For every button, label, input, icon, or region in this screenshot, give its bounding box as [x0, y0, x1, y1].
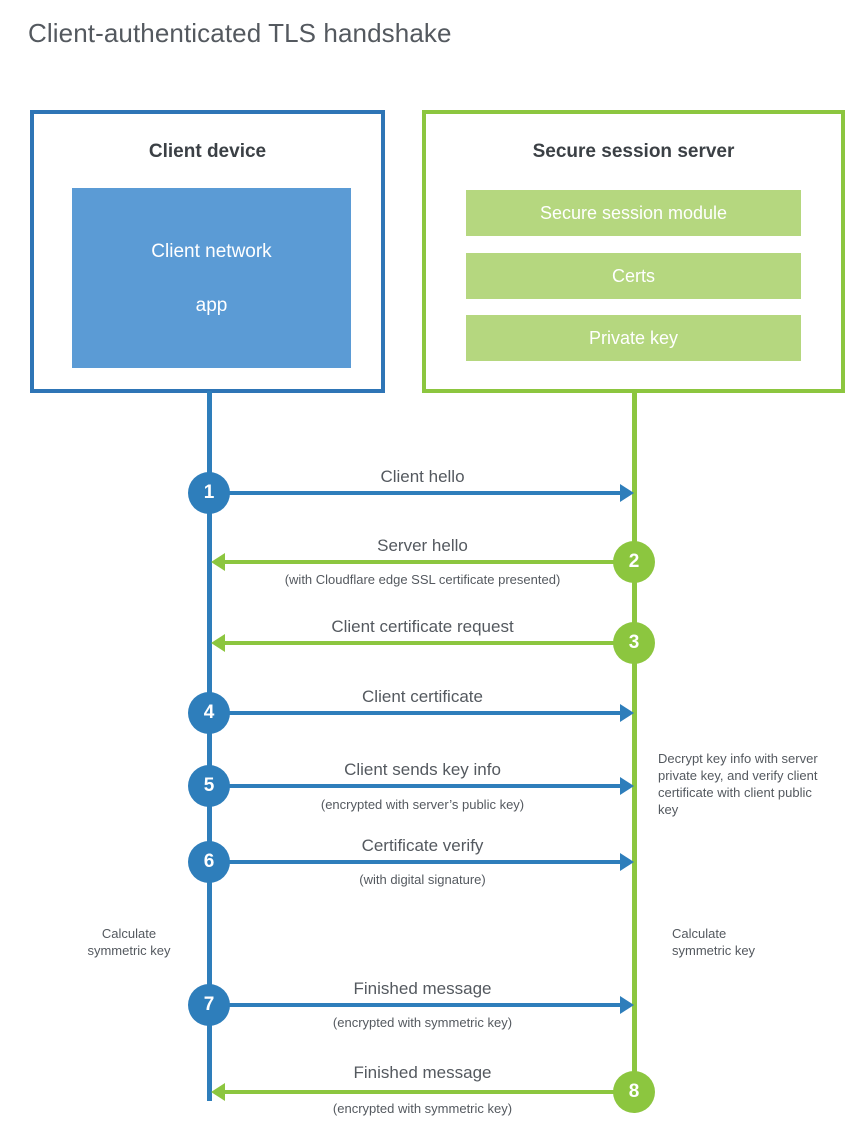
step-6-number: 6	[188, 841, 230, 883]
step-1-number: 1	[188, 472, 230, 514]
client-app-label-line1: Client network	[151, 240, 272, 262]
step-2-number: 2	[613, 541, 655, 583]
step-8-sublabel: (encrypted with symmetric key)	[332, 1101, 513, 1116]
server-calculate-line2: symmetric key	[672, 943, 756, 958]
client-calculate-line2: symmetric key	[87, 943, 171, 958]
step-3-label: Client certificate request	[331, 617, 514, 636]
server-component-private-key: Private key	[466, 315, 801, 361]
step-8-number: 8	[613, 1071, 655, 1113]
step-7-sublabel: (encrypted with symmetric key)	[332, 1015, 513, 1030]
server-lifeline	[632, 391, 637, 1101]
step-6-sublabel: (with digital signature)	[359, 872, 486, 887]
step-2-sublabel: (with Cloudflare edge SSL certificate pr…	[284, 572, 561, 587]
server-calculate-line1: Calculate	[672, 926, 727, 941]
server-component-secure-session-module: Secure session module	[466, 190, 801, 236]
step-6-label: Certificate verify	[361, 836, 484, 855]
page-title: Client-authenticated TLS handshake	[28, 18, 452, 48]
client-calculate-symmetric-key-annotation: Calculate symmetric key	[58, 925, 200, 959]
step-7-label: Finished message	[353, 979, 492, 998]
client-app-label-line2: app	[195, 294, 228, 316]
step-5-label: Client sends key info	[344, 760, 501, 779]
client-lifeline	[207, 391, 212, 1101]
step-3-number: 3	[613, 622, 655, 664]
step-2-label: Server hello	[377, 536, 468, 555]
server-calculate-symmetric-key-annotation: Calculate symmetric key	[672, 925, 832, 959]
client-calculate-line1: Calculate	[101, 926, 157, 941]
step-7-number: 7	[188, 984, 230, 1026]
secure-session-server-box: Secure session server Secure session mod…	[422, 110, 845, 393]
secure-session-server-title: Secure session server	[532, 141, 735, 162]
client-device-title: Client device	[148, 141, 267, 162]
step-5-number: 5	[188, 765, 230, 807]
client-device-box: Client device Client network app	[30, 110, 385, 393]
step-4-label: Client certificate	[362, 687, 483, 706]
client-network-app-block: Client network app	[72, 188, 351, 368]
step-8-label: Finished message	[353, 1063, 492, 1082]
server-component-certs: Certs	[466, 253, 801, 299]
step-5-sublabel: (encrypted with server’s public key)	[320, 797, 525, 812]
step-4-number: 4	[188, 692, 230, 734]
step-1-label: Client hello	[380, 467, 465, 486]
server-decrypt-annotation: Decrypt key info with server private key…	[658, 751, 818, 817]
